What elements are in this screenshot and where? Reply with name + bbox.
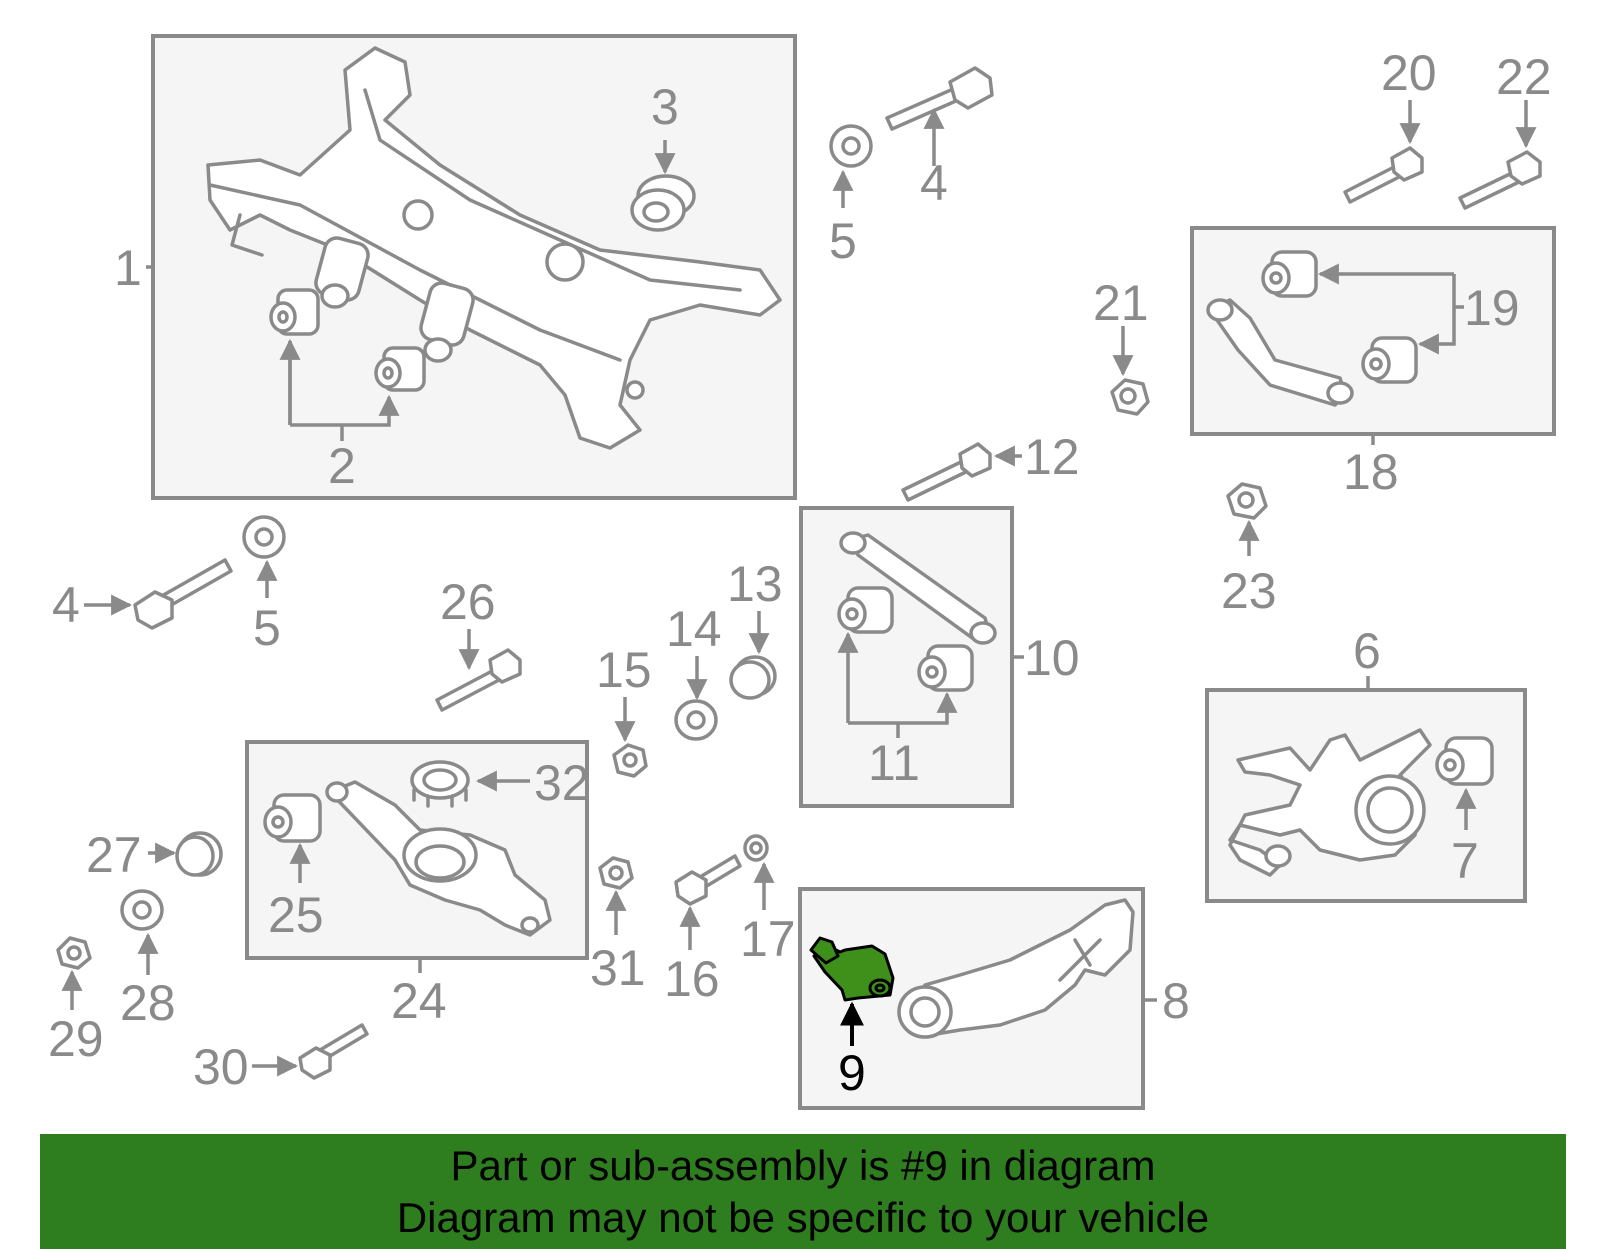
callout-3: 3 xyxy=(651,79,679,135)
subframe-part xyxy=(206,46,782,450)
callout-30: 30 xyxy=(193,1039,249,1095)
spring-seat-32 xyxy=(410,760,470,808)
callout-7: 7 xyxy=(1451,833,1479,889)
bolt-26 xyxy=(435,648,522,712)
callout-25: 25 xyxy=(268,887,324,943)
bushing-11b xyxy=(917,644,974,692)
washer-5-top xyxy=(829,124,873,168)
callout-11: 11 xyxy=(868,735,920,791)
washer-5-left xyxy=(242,515,286,559)
callout-26: 26 xyxy=(440,574,496,630)
callout-13: 13 xyxy=(727,556,783,612)
bushing-19a xyxy=(1261,250,1318,298)
callout-4-left: 4 xyxy=(52,577,80,633)
washer-14 xyxy=(674,699,718,741)
callout-17: 17 xyxy=(740,911,796,967)
callout-23: 23 xyxy=(1221,563,1277,619)
callout-27: 27 xyxy=(86,827,142,883)
callout-1: 1 xyxy=(114,240,142,296)
callout-12: 12 xyxy=(1024,429,1080,485)
knuckle-6 xyxy=(1228,728,1432,877)
callout-20: 20 xyxy=(1381,45,1437,101)
bumper-27 xyxy=(175,831,223,877)
callout-2: 2 xyxy=(328,438,356,494)
bolt-4-left xyxy=(133,558,233,630)
callout-28: 28 xyxy=(120,975,176,1031)
callout-5-top: 5 xyxy=(829,213,857,269)
lateral-link-10 xyxy=(839,531,997,645)
bushing-19b xyxy=(1361,336,1418,384)
callout-18: 18 xyxy=(1343,444,1399,500)
callout-6: 6 xyxy=(1353,623,1381,679)
bushing-9-highlighted[interactable] xyxy=(809,936,895,1002)
nut-29 xyxy=(56,936,92,970)
callout-16: 16 xyxy=(664,951,720,1007)
callout-24: 24 xyxy=(391,973,447,1029)
callout-29: 29 xyxy=(48,1011,104,1067)
bolt-20 xyxy=(1343,146,1424,204)
bushing-13 xyxy=(729,655,777,700)
leader-lines xyxy=(61,100,1537,1077)
nut-23 xyxy=(1226,482,1268,520)
info-banner: Part or sub-assembly is #9 in diagram Di… xyxy=(40,1134,1566,1249)
bolt-22 xyxy=(1458,150,1542,210)
bolt-12 xyxy=(901,442,992,502)
callout-19: 19 xyxy=(1464,280,1520,336)
callout-10: 10 xyxy=(1024,630,1080,686)
nut-31 xyxy=(598,856,634,890)
bolt-4-top xyxy=(885,66,994,131)
callout-5-left: 5 xyxy=(253,600,281,656)
group-box-10 xyxy=(799,506,1014,808)
callout-31: 31 xyxy=(590,940,646,996)
callout-4-top: 4 xyxy=(920,155,948,211)
bushing-2b xyxy=(374,346,426,392)
bolt-30 xyxy=(298,1023,369,1080)
bushing-11a xyxy=(837,586,894,634)
lower-arm-24 xyxy=(325,780,552,937)
callout-labels: 1 2 3 4 5 4 5 20 22 21 19 18 12 23 13 14… xyxy=(48,45,1552,1101)
banner-line-2: Diagram may not be specific to your vehi… xyxy=(396,1194,1210,1241)
callout-14: 14 xyxy=(666,601,722,657)
callout-9-highlighted[interactable]: 9 xyxy=(838,1045,866,1101)
trailing-arm-8 xyxy=(897,898,1135,1039)
washer-28 xyxy=(120,889,164,931)
callout-21: 21 xyxy=(1093,275,1149,331)
nut-21 xyxy=(1110,378,1150,416)
washer-17 xyxy=(743,834,769,862)
banner-line-1: Part or sub-assembly is #9 in diagram xyxy=(450,1142,1156,1189)
callout-8: 8 xyxy=(1162,973,1190,1029)
bolt-16 xyxy=(674,854,742,906)
bushing-25 xyxy=(263,793,322,843)
bushing-2a xyxy=(269,288,320,336)
bushing-7 xyxy=(1435,736,1494,786)
callout-22: 22 xyxy=(1496,49,1552,105)
upper-arm-18 xyxy=(1206,298,1354,407)
callout-15: 15 xyxy=(596,642,652,698)
nut-15 xyxy=(612,743,648,778)
bushing-3 xyxy=(630,174,696,232)
callout-32: 32 xyxy=(534,755,590,811)
